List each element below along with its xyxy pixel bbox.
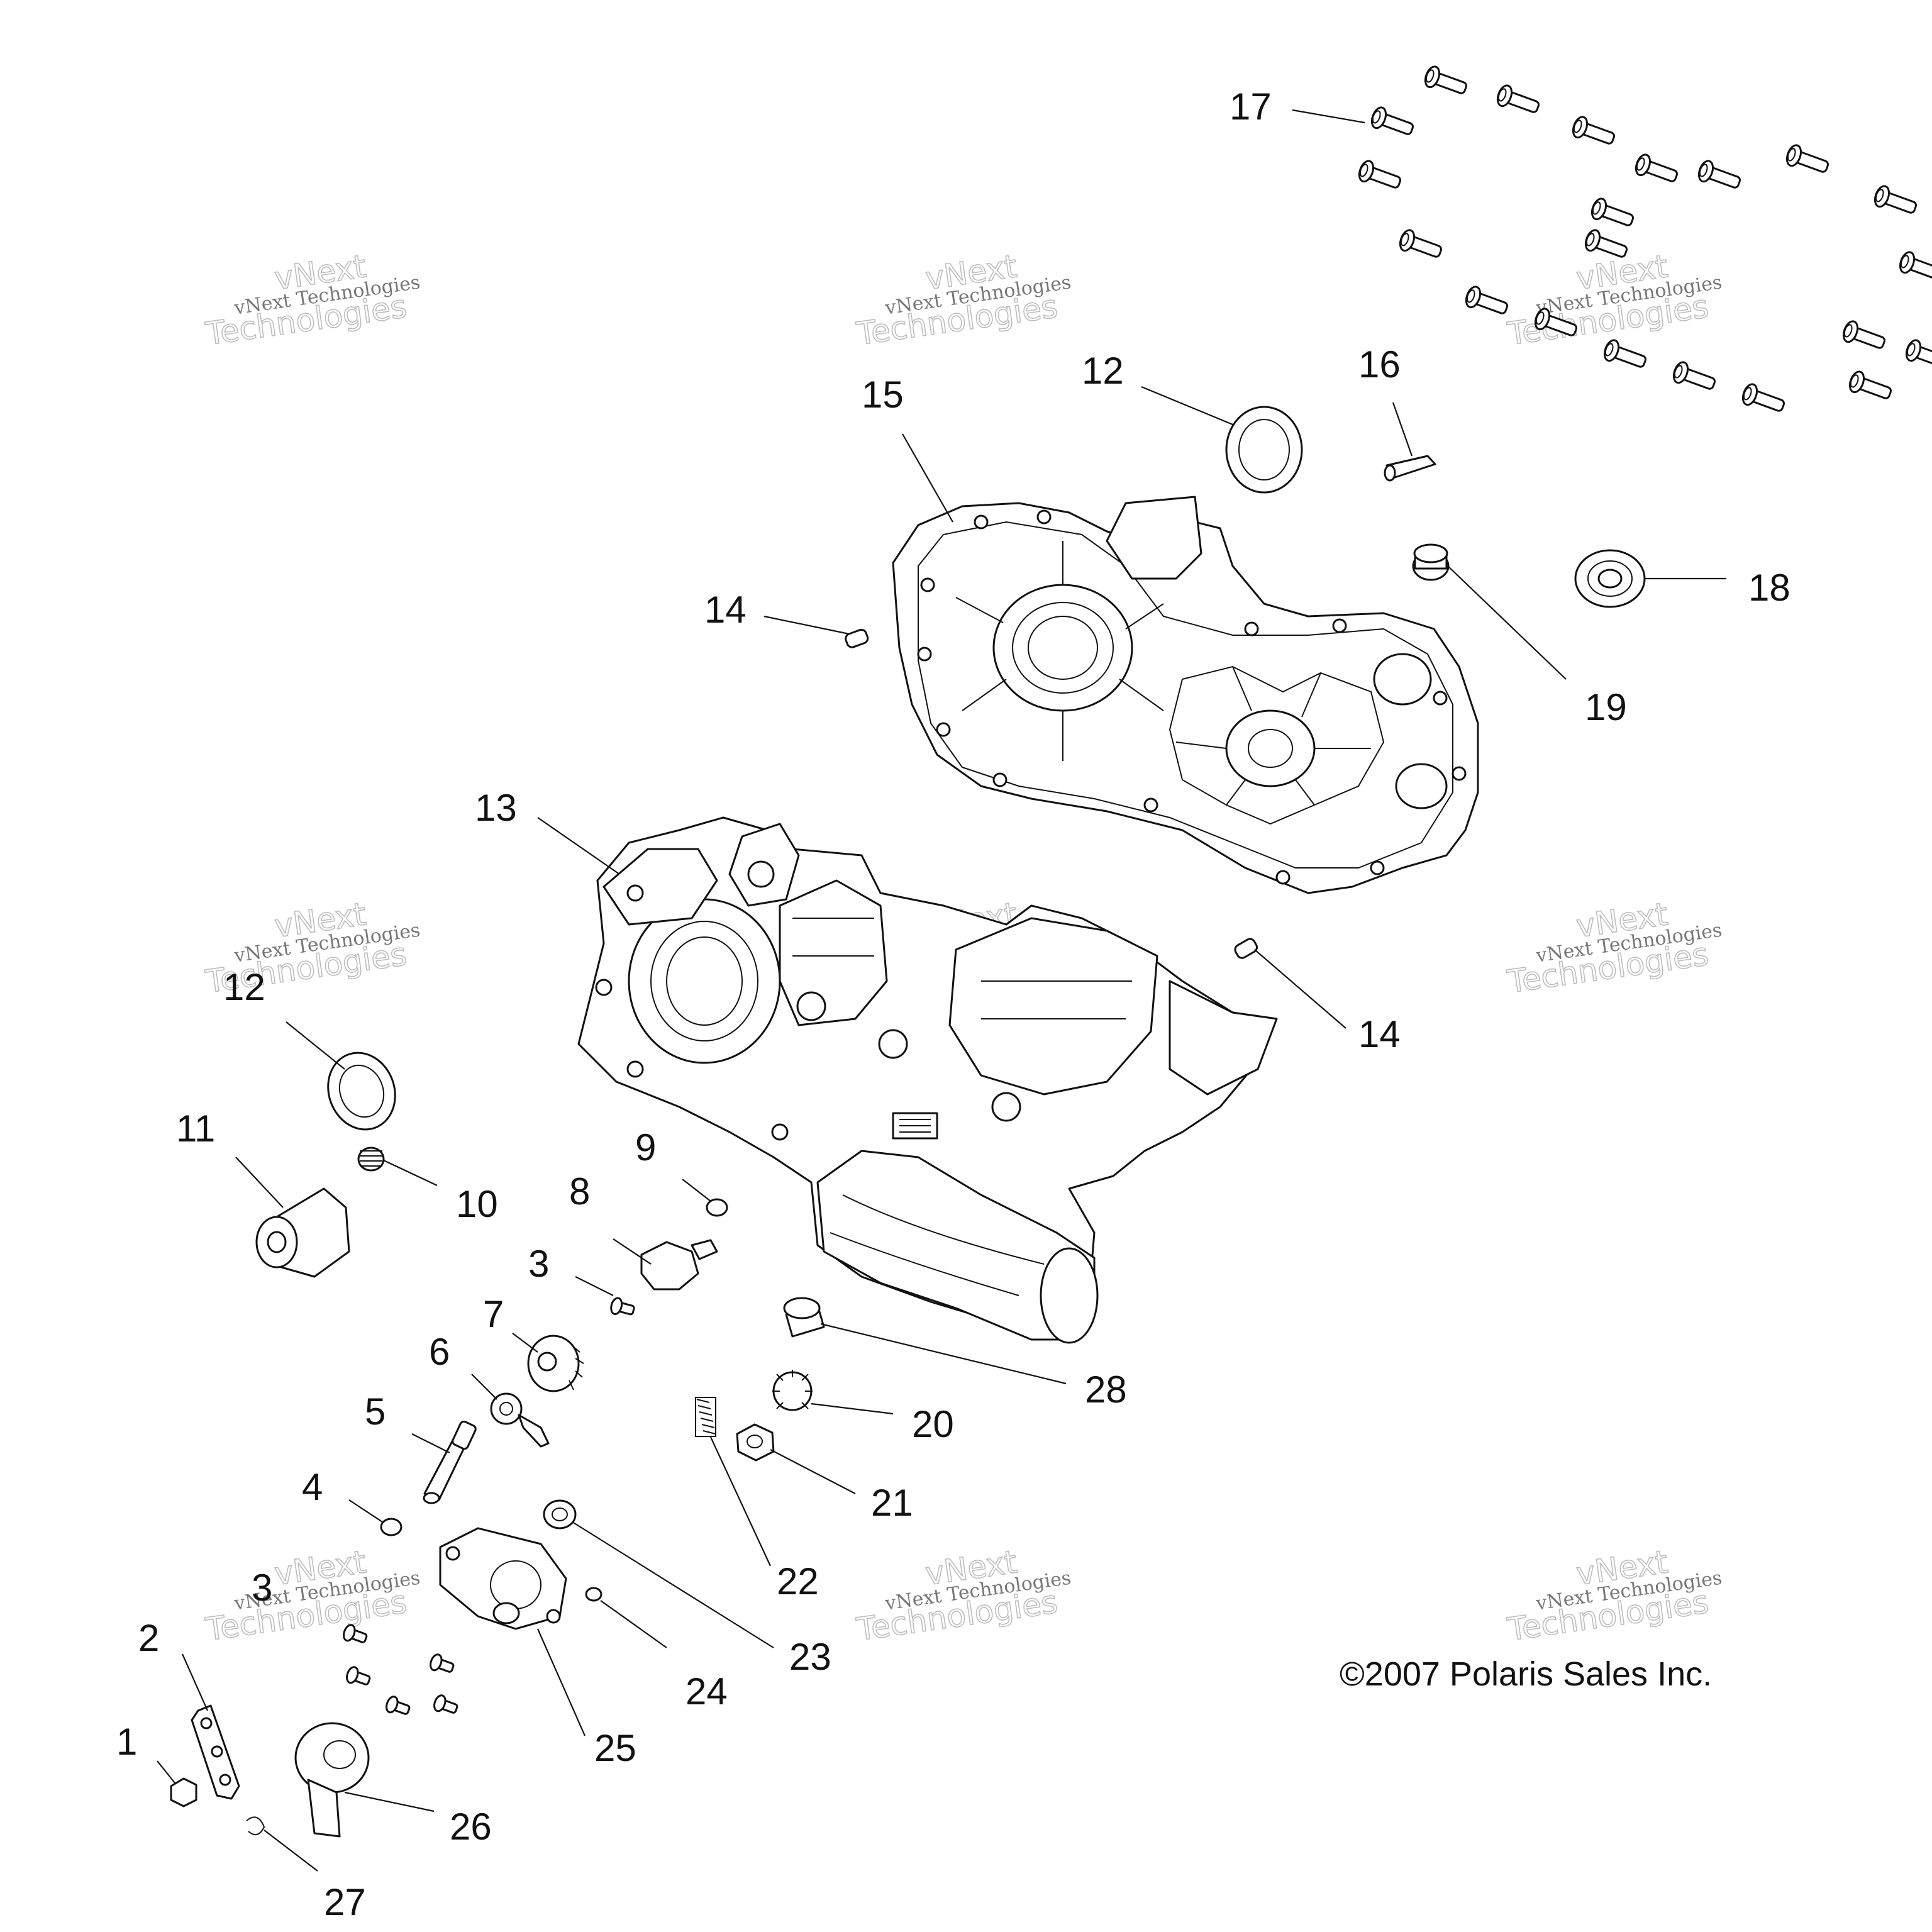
callout-28: 28 (1085, 1368, 1127, 1411)
callout-25: 25 (594, 1727, 636, 1769)
callout-15: 15 (862, 374, 904, 416)
callout-10: 10 (456, 1183, 498, 1225)
bolt-set-part-17 (1355, 64, 1932, 418)
callout-14-lower: 14 (1358, 1013, 1401, 1055)
callout-5: 5 (365, 1391, 386, 1433)
callout-18: 18 (1748, 567, 1790, 609)
sensor-part-26 (294, 1722, 370, 1838)
dowel-pin-part-14-lower (1234, 938, 1258, 959)
bearing-part-18 (1574, 549, 1646, 608)
o-ring-part-9 (706, 1198, 728, 1217)
fitting-part-16 (1384, 455, 1436, 482)
callout-3-upper: 3 (528, 1243, 549, 1285)
gear-part-20 (772, 1370, 813, 1411)
callout-19: 19 (1585, 686, 1627, 728)
leader-lines (157, 109, 1726, 1872)
callout-4: 4 (302, 1466, 323, 1508)
callout-22: 22 (777, 1560, 819, 1602)
gear-part-7 (527, 1335, 584, 1392)
callout-3-lower: 3 (252, 1567, 272, 1609)
plug-part-28 (783, 1297, 825, 1338)
callout-26: 26 (450, 1806, 492, 1848)
watermark-bottom-right: vNext vNext Technologies Technologies (1504, 1543, 1723, 1649)
plate-part-2 (191, 1704, 240, 1800)
callout-17: 17 (1230, 86, 1272, 128)
shaft-part-5 (423, 1420, 477, 1504)
callout-16: 16 (1358, 343, 1401, 386)
watermark-top-left: vNext vNext Technologies Technologies (203, 248, 421, 353)
callout-20: 20 (912, 1403, 954, 1445)
watermark-top-center: vNext vNext Technologies Technologies (853, 248, 1072, 353)
dowel-pin-part-14-upper (845, 628, 869, 648)
sensor-part-11 (255, 1187, 350, 1278)
callout-13: 13 (475, 787, 517, 829)
callout-23: 23 (789, 1636, 831, 1678)
bolt-part-3 (608, 1296, 637, 1320)
clip-part-27 (246, 1816, 265, 1836)
watermark-mid-right: vNext vNext Technologies Technologies (1504, 896, 1723, 1001)
lever-part-6 (490, 1392, 550, 1448)
watermark-bottom-center: vNext vNext Technologies Technologies (853, 1543, 1072, 1649)
sensor-part-8 (640, 1239, 718, 1291)
crankcase-part-13 (577, 816, 1278, 1344)
bearing-part-23 (543, 1499, 577, 1530)
callout-2: 2 (138, 1617, 159, 1659)
callout-21: 21 (871, 1482, 913, 1524)
bolt-set-part-3 (340, 1622, 460, 1719)
callout-7: 7 (483, 1293, 504, 1335)
nut-part-21 (736, 1423, 775, 1462)
callout-8: 8 (569, 1170, 590, 1213)
crankcase-cover-part-15 (892, 496, 1479, 894)
gear-part-10 (357, 1146, 385, 1172)
watermark-top-right: vNext vNext Technologies Technologies (1504, 248, 1723, 353)
watermark-bottom-left: vNext vNext Technologies Technologies (203, 1543, 421, 1649)
plug-part-19 (1412, 543, 1450, 581)
o-ring-part-24 (585, 1587, 602, 1602)
callout-24: 24 (686, 1670, 728, 1713)
o-ring-part-4 (380, 1518, 402, 1536)
callout-6: 6 (429, 1331, 450, 1373)
seal-part-12-upper (1225, 406, 1303, 494)
copyright-notice: ©2007 Polaris Sales Inc. (1340, 1655, 1712, 1693)
callout-11: 11 (176, 1108, 215, 1150)
cover-part-25 (439, 1527, 567, 1630)
callout-1: 1 (116, 1721, 137, 1763)
nut-part-1 (170, 1777, 197, 1807)
callout-9: 9 (635, 1126, 656, 1169)
spring-part-22 (695, 1397, 716, 1437)
callout-14-upper: 14 (704, 589, 747, 631)
seal-part-12-lower (327, 1052, 396, 1131)
callout-12-upper: 12 (1082, 350, 1124, 392)
callout-27: 27 (324, 1881, 366, 1923)
callout-12-lower: 12 (223, 966, 265, 1008)
